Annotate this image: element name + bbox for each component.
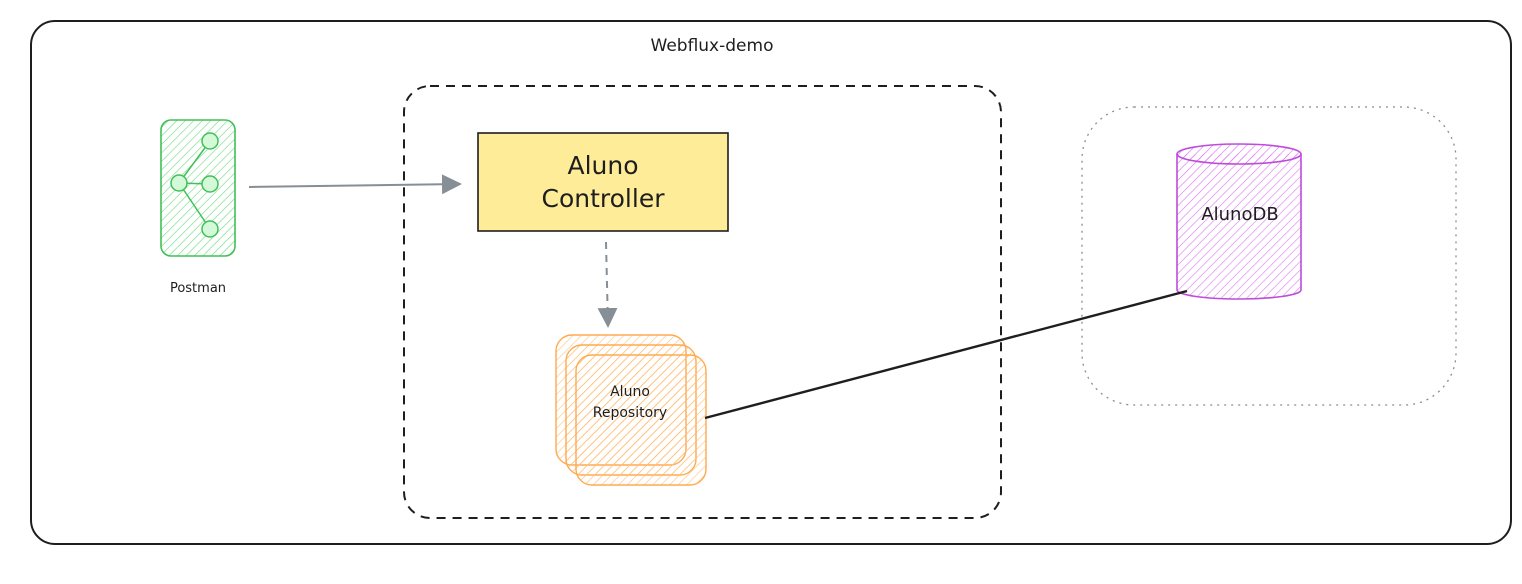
edge-controller-repository	[597, 241, 618, 328]
database-zone	[1081, 106, 1457, 406]
repository-label-line1: Aluno	[610, 384, 650, 400]
edge-repository-database	[704, 289, 1188, 420]
outer-frame	[30, 20, 1512, 545]
controller-label-line1: Aluno	[567, 151, 639, 180]
app-boundary	[403, 85, 1002, 519]
edge-postman-controller	[248, 174, 462, 195]
database-label: AlunoDB	[1201, 204, 1279, 225]
postman-label: Postman	[169, 281, 227, 296]
controller-label: Aluno Controller	[478, 133, 728, 231]
postman-node[interactable]	[160, 119, 236, 257]
controller-box[interactable]	[477, 132, 729, 232]
repository-label-line2: Repository	[592, 405, 668, 421]
api-client-icon	[170, 132, 219, 238]
repository-label: Aluno Repository	[570, 382, 690, 424]
repository-node[interactable]	[555, 334, 707, 486]
database-node[interactable]	[1176, 143, 1302, 300]
diagram-title: Webflux-demo	[650, 36, 774, 56]
controller-label-line2: Controller	[541, 184, 665, 213]
